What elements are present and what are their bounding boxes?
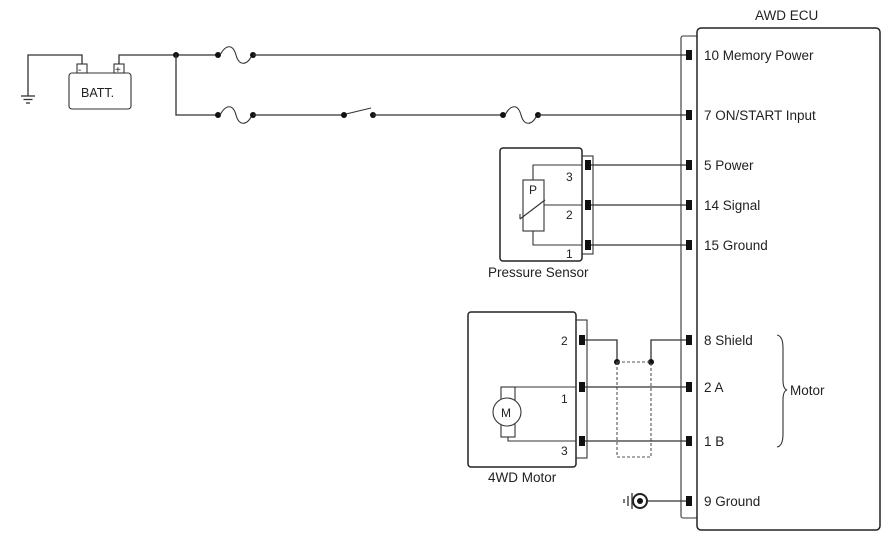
ignition-switch-icon xyxy=(341,107,376,118)
terminal-14 xyxy=(686,200,692,210)
battery-minus-sign: - xyxy=(78,65,81,76)
pin-label-shield: 8 Shield xyxy=(704,333,753,348)
motor-wires xyxy=(585,339,686,458)
ecu-title: AWD ECU xyxy=(755,8,818,23)
pressure-pin-3: 3 xyxy=(566,170,573,184)
pin-label-motor-b: 1 B xyxy=(704,434,724,449)
battery-ground xyxy=(21,54,83,104)
pressure-sensor-label: Pressure Sensor xyxy=(488,265,589,280)
terminal-9 xyxy=(686,496,692,506)
ecu-terminals xyxy=(686,50,692,506)
pressure-pin-1: 1 xyxy=(566,247,573,261)
motor-group-bracket: Motor xyxy=(776,334,825,448)
pin-label-motor-a: 2 A xyxy=(704,380,724,395)
pressure-sensor-icon: P xyxy=(519,164,582,246)
svg-text:M: M xyxy=(501,406,511,420)
pin-label-memory-power: 10 Memory Power xyxy=(704,48,814,63)
pin-label-ground-9: 9 Ground xyxy=(704,494,760,509)
terminal-5 xyxy=(686,160,692,170)
battery-body xyxy=(68,72,132,110)
motor-group-label: Motor xyxy=(790,383,825,398)
terminal-1 xyxy=(686,436,692,446)
ecu-ground xyxy=(623,493,686,509)
shield-outline xyxy=(616,361,652,458)
motor-pin-2: 2 xyxy=(561,334,568,348)
terminal-10 xyxy=(686,50,692,60)
4wd-motor: 2 1 3 M 4WD Motor xyxy=(467,311,588,485)
motor-box xyxy=(467,311,577,468)
fuse-ig-icon xyxy=(215,106,256,124)
terminal-7 xyxy=(686,110,692,120)
pressure-sensor: 3 2 1 P Pressure Sensor xyxy=(488,147,594,280)
motor-label: 4WD Motor xyxy=(488,470,557,485)
motor-icon: M xyxy=(492,386,576,442)
fuse-memory-icon xyxy=(215,46,256,64)
svg-text:P: P xyxy=(529,183,537,197)
pin-label-ground-15: 15 Ground xyxy=(704,238,768,253)
terminal-8 xyxy=(686,335,692,345)
pin-label-signal: 14 Signal xyxy=(704,198,760,213)
pressure-pin-2: 2 xyxy=(566,208,573,222)
pin-label-power: 5 Power xyxy=(704,158,754,173)
ecu-box xyxy=(696,27,881,531)
terminal-15 xyxy=(686,240,692,250)
terminal-2 xyxy=(686,382,692,392)
awd-ecu: AWD ECU xyxy=(680,8,881,531)
power-feed-wires xyxy=(118,46,686,124)
fuse-ecu-icon xyxy=(500,106,541,124)
battery-plus-sign: + xyxy=(115,65,121,76)
ground-icon xyxy=(623,493,648,509)
battery-label: BATT. xyxy=(81,86,114,100)
motor-pin-3: 3 xyxy=(561,444,568,458)
motor-connector xyxy=(575,319,588,459)
pressure-sensor-wires xyxy=(591,164,686,246)
pin-label-on-start: 7 ON/START Input xyxy=(704,108,816,123)
ecu-connector xyxy=(680,35,698,519)
motor-pin-1: 1 xyxy=(561,392,568,406)
chassis-ground-icon xyxy=(21,95,35,104)
ecu-pin-labels: 10 Memory Power 7 ON/START Input 5 Power… xyxy=(704,48,816,509)
battery: - + BATT. xyxy=(68,63,132,110)
